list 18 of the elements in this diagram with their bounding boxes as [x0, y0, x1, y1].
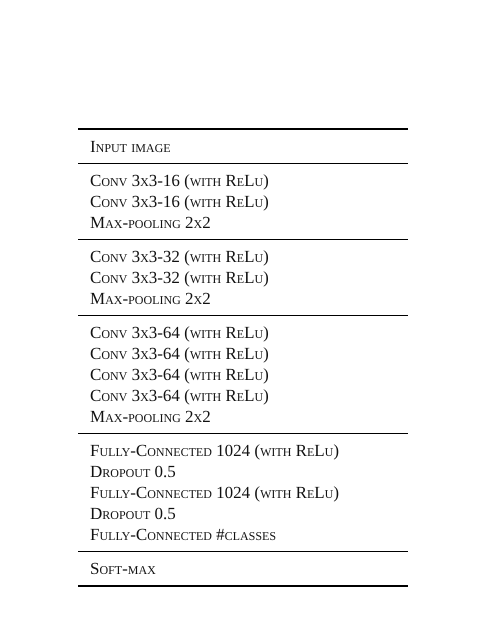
table-cell: Conv 3x3-32 (with ReLu) — [90, 267, 269, 288]
table-cell: Max-pooling 2x2 — [90, 406, 211, 427]
table-cell: Conv 3x3-16 (with ReLu) — [90, 191, 269, 212]
table-cell: Dropout 0.5 — [90, 503, 176, 524]
table-cell: Fully-Connected 1024 (with ReLu) — [90, 440, 340, 461]
table-cell: Conv 3x3-64 (with ReLu) — [90, 385, 269, 406]
table-cell: Max-pooling 2x2 — [90, 288, 211, 309]
table-cell: Max-pooling 2x2 — [90, 212, 211, 233]
table-cell: Fully-Connected 1024 (with ReLu) — [90, 482, 340, 503]
table-cell: Conv 3x3-64 (with ReLu) — [90, 343, 269, 364]
table-cell: Conv 3x3-64 (with ReLu) — [90, 364, 269, 385]
table-cell: Dropout 0.5 — [90, 461, 176, 482]
table-cell: Input image — [90, 136, 171, 157]
table-cell: Conv 3x3-64 (with ReLu) — [90, 322, 269, 343]
table-cell: Conv 3x3-32 (with ReLu) — [90, 246, 269, 267]
table-cell: Soft-max — [90, 558, 156, 579]
table-cell: Conv 3x3-16 (with ReLu) — [90, 170, 269, 191]
table-cell: Fully-Connected #classes — [90, 524, 276, 545]
